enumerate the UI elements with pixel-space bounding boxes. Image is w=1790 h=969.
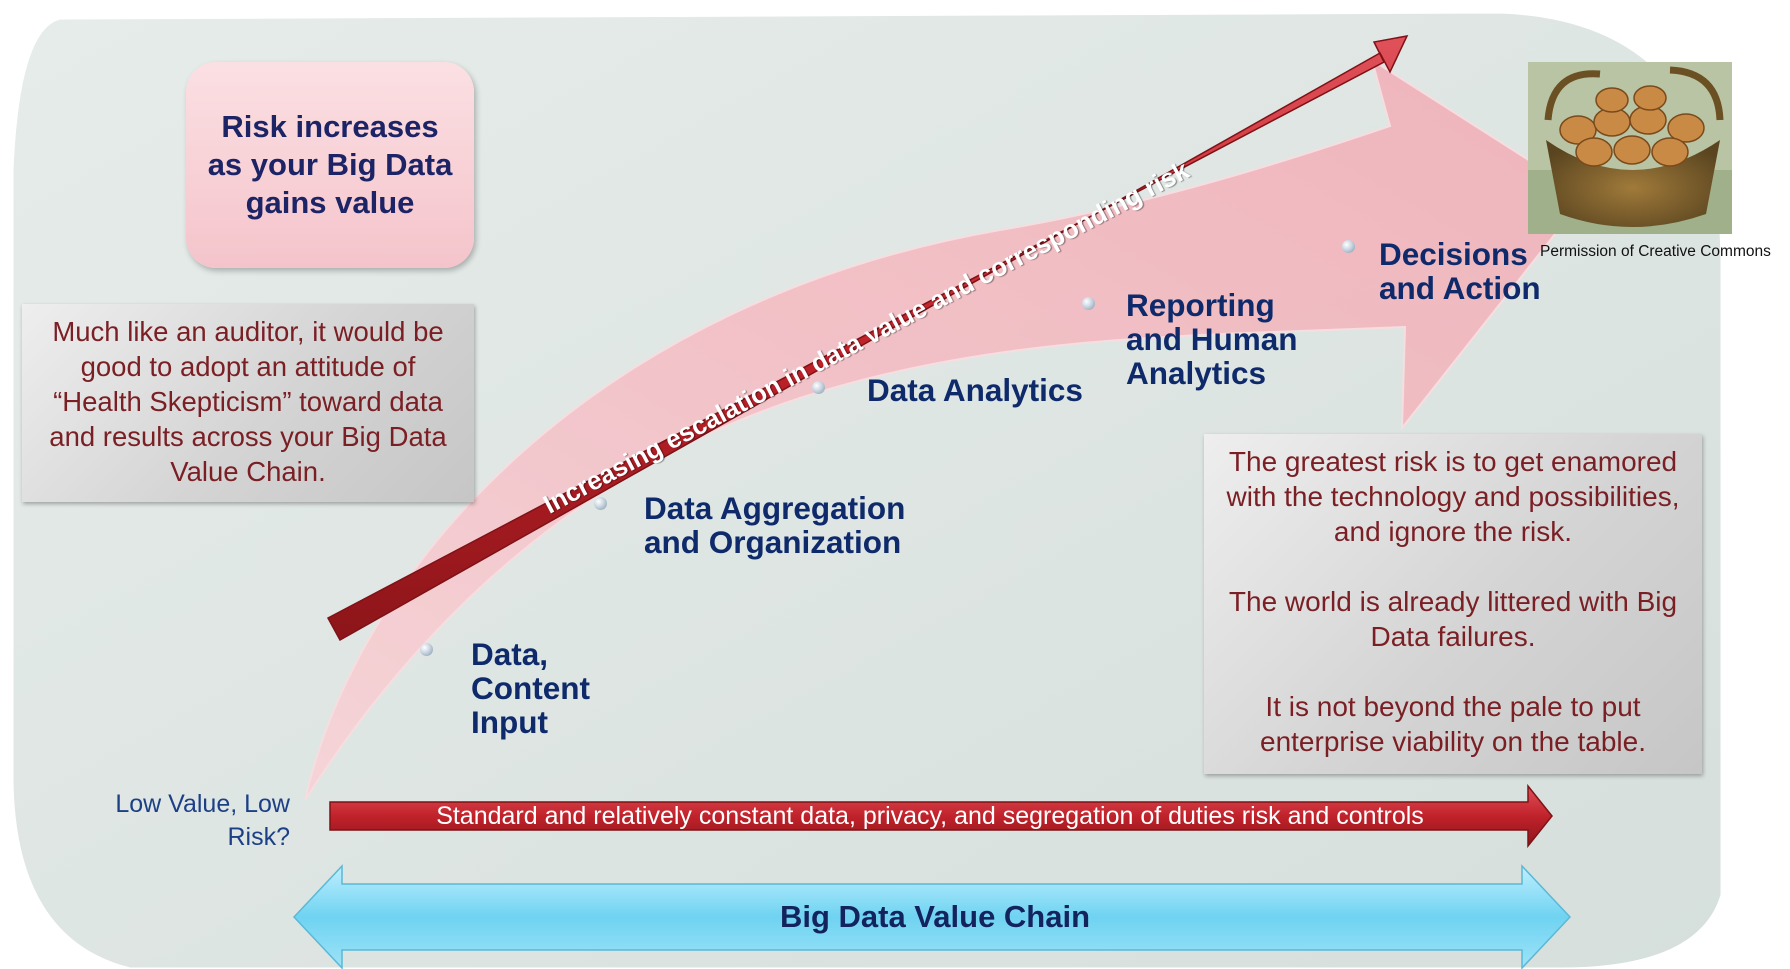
- stage-decisions-action: Decisions and Action: [1379, 236, 1541, 306]
- controls-band-label: Standard and relatively constant data, p…: [436, 802, 1424, 830]
- image-caption: Permission of Creative Commons: [1540, 243, 1771, 260]
- greatest-risk-text-2: The world is already littered with Big D…: [1228, 586, 1678, 652]
- stage-bullet-icon: [812, 381, 825, 394]
- risk-callout-text: Risk increases as your Big Data gains va…: [207, 109, 453, 220]
- stage-reporting-human-analytics: Reporting and Human Analytics: [1126, 287, 1298, 391]
- low-value-label: Low Value, Low Risk?: [115, 790, 290, 851]
- value-chain-label: Big Data Value Chain: [779, 899, 1091, 934]
- value-chain-arrow: [292, 864, 1572, 969]
- auditor-note-box: Much like an auditor, it would be good t…: [22, 304, 474, 502]
- greatest-risk-box: The greatest risk is to get enamored wit…: [1204, 434, 1702, 774]
- stage-bullet-icon: [594, 497, 607, 510]
- auditor-note-text: Much like an auditor, it would be good t…: [49, 316, 447, 487]
- stage-data-analytics: Data Analytics: [867, 372, 1083, 408]
- escalation-arrow: [326, 35, 1409, 642]
- controls-band-arrow: [329, 783, 1553, 849]
- stage-bullet-icon: [1082, 297, 1095, 310]
- stage-data-aggregation: Data Aggregation and Organization: [644, 490, 906, 560]
- risk-callout-box: Risk increases as your Big Data gains va…: [186, 62, 474, 268]
- basket-of-eggs-image: [1528, 62, 1732, 234]
- stage-data-content-input: Data, Content Input: [471, 636, 590, 740]
- stage-bullet-icon: [1342, 240, 1355, 253]
- greatest-risk-text-3: It is not beyond the pale to put enterpr…: [1260, 691, 1646, 757]
- stage-bullet-icon: [420, 643, 433, 656]
- greatest-risk-text-1: The greatest risk is to get enamored wit…: [1226, 446, 1680, 547]
